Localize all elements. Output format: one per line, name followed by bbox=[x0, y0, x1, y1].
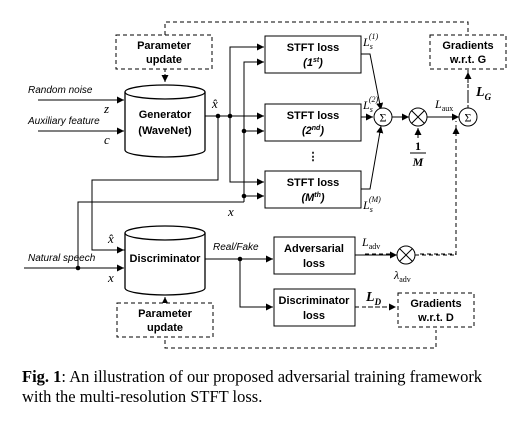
ls-label-1: Ls(1) bbox=[362, 32, 378, 51]
ls-label-m: Ls(M) bbox=[362, 195, 381, 214]
generator-block: Generator (WaveNet) bbox=[124, 84, 206, 158]
svg-text:w.r.t. D: w.r.t. D bbox=[417, 312, 454, 324]
adversarial-loss-box: Adversarial loss bbox=[273, 236, 356, 275]
generator-inputs: Random noise z Auxiliary feature c bbox=[27, 85, 124, 147]
discriminator-loss-box: Discriminator loss bbox=[273, 288, 356, 327]
sum-node-generator: Σ bbox=[458, 107, 478, 127]
svg-text:Gradients: Gradients bbox=[442, 40, 493, 52]
svg-text:Discriminator: Discriminator bbox=[130, 253, 202, 265]
stft-to-sum-lines bbox=[361, 53, 384, 190]
svg-text:loss: loss bbox=[303, 258, 325, 270]
l-aux-label: Laux bbox=[434, 97, 453, 113]
stft-loss-box-1: STFT loss (1st) bbox=[264, 35, 362, 74]
stft-loss-box-2: STFT loss (2nd) bbox=[264, 103, 362, 142]
svg-text:c: c bbox=[104, 132, 110, 147]
svg-text:Σ: Σ bbox=[380, 111, 387, 125]
multiply-node-aux bbox=[408, 107, 428, 127]
svg-text:x̂: x̂ bbox=[211, 96, 218, 111]
sum-node-stft: Σ bbox=[373, 107, 393, 127]
caption-text: : An illustration of our proposed advers… bbox=[22, 367, 483, 406]
svg-text:1: 1 bbox=[415, 139, 421, 153]
discriminator-output-lines bbox=[205, 255, 273, 311]
figure-caption: Fig. 1: An illustration of our proposed … bbox=[22, 367, 502, 407]
svg-text:Generator: Generator bbox=[139, 109, 192, 121]
svg-text:(WaveNet): (WaveNet) bbox=[138, 125, 192, 137]
svg-text:Σ: Σ bbox=[465, 111, 472, 125]
svg-text:x: x bbox=[227, 204, 234, 219]
svg-text:(Mth): (Mth) bbox=[301, 192, 324, 204]
svg-text:(1st): (1st) bbox=[303, 57, 323, 69]
svg-text:x: x bbox=[107, 270, 114, 285]
caption-label: Fig. 1 bbox=[22, 367, 62, 386]
stft-loss-box-m: STFT loss (Mth) bbox=[264, 170, 362, 209]
svg-text:update: update bbox=[146, 54, 182, 66]
one-over-m: 1 M bbox=[410, 139, 426, 169]
svg-text:STFT loss: STFT loss bbox=[287, 177, 340, 189]
svg-text:Real/Fake: Real/Fake bbox=[213, 242, 259, 253]
svg-text:STFT loss: STFT loss bbox=[287, 110, 340, 122]
l-d-label: LD bbox=[365, 290, 382, 307]
gradients-g-box: Gradients w.r.t. G bbox=[429, 34, 507, 70]
svg-text:Adversarial: Adversarial bbox=[284, 243, 344, 255]
svg-text:Natural speech: Natural speech bbox=[28, 253, 96, 264]
svg-text:loss: loss bbox=[303, 310, 325, 322]
natural-speech-lines bbox=[24, 58, 264, 272]
svg-text:Discriminator: Discriminator bbox=[279, 295, 351, 307]
svg-text:M: M bbox=[412, 155, 424, 169]
svg-text:w.r.t. G: w.r.t. G bbox=[449, 54, 486, 66]
parameter-update-bottom: Parameter update bbox=[116, 302, 214, 338]
svg-text:x̂: x̂ bbox=[107, 231, 114, 246]
multiply-node-adv bbox=[396, 245, 416, 265]
ls-label-2: Ls(2) bbox=[362, 95, 378, 114]
svg-text:(2nd): (2nd) bbox=[302, 125, 324, 137]
lambda-adv-label: λadv bbox=[393, 268, 411, 284]
svg-text:Parameter: Parameter bbox=[138, 308, 193, 320]
discriminator-block: Discriminator bbox=[124, 225, 206, 296]
svg-text:STFT loss: STFT loss bbox=[287, 42, 340, 54]
l-g-label: LG bbox=[475, 85, 492, 102]
svg-text:⋮: ⋮ bbox=[308, 151, 319, 163]
gradients-d-box: Gradients w.r.t. D bbox=[397, 292, 475, 328]
svg-text:z: z bbox=[103, 101, 109, 116]
svg-text:Random noise: Random noise bbox=[28, 85, 93, 96]
svg-text:Parameter: Parameter bbox=[137, 40, 192, 52]
svg-text:update: update bbox=[147, 322, 183, 334]
parameter-update-top: Parameter update bbox=[115, 34, 213, 70]
l-adv-label: Ladv bbox=[361, 235, 380, 251]
svg-text:Gradients: Gradients bbox=[410, 298, 461, 310]
svg-text:Auxiliary feature: Auxiliary feature bbox=[27, 116, 100, 127]
